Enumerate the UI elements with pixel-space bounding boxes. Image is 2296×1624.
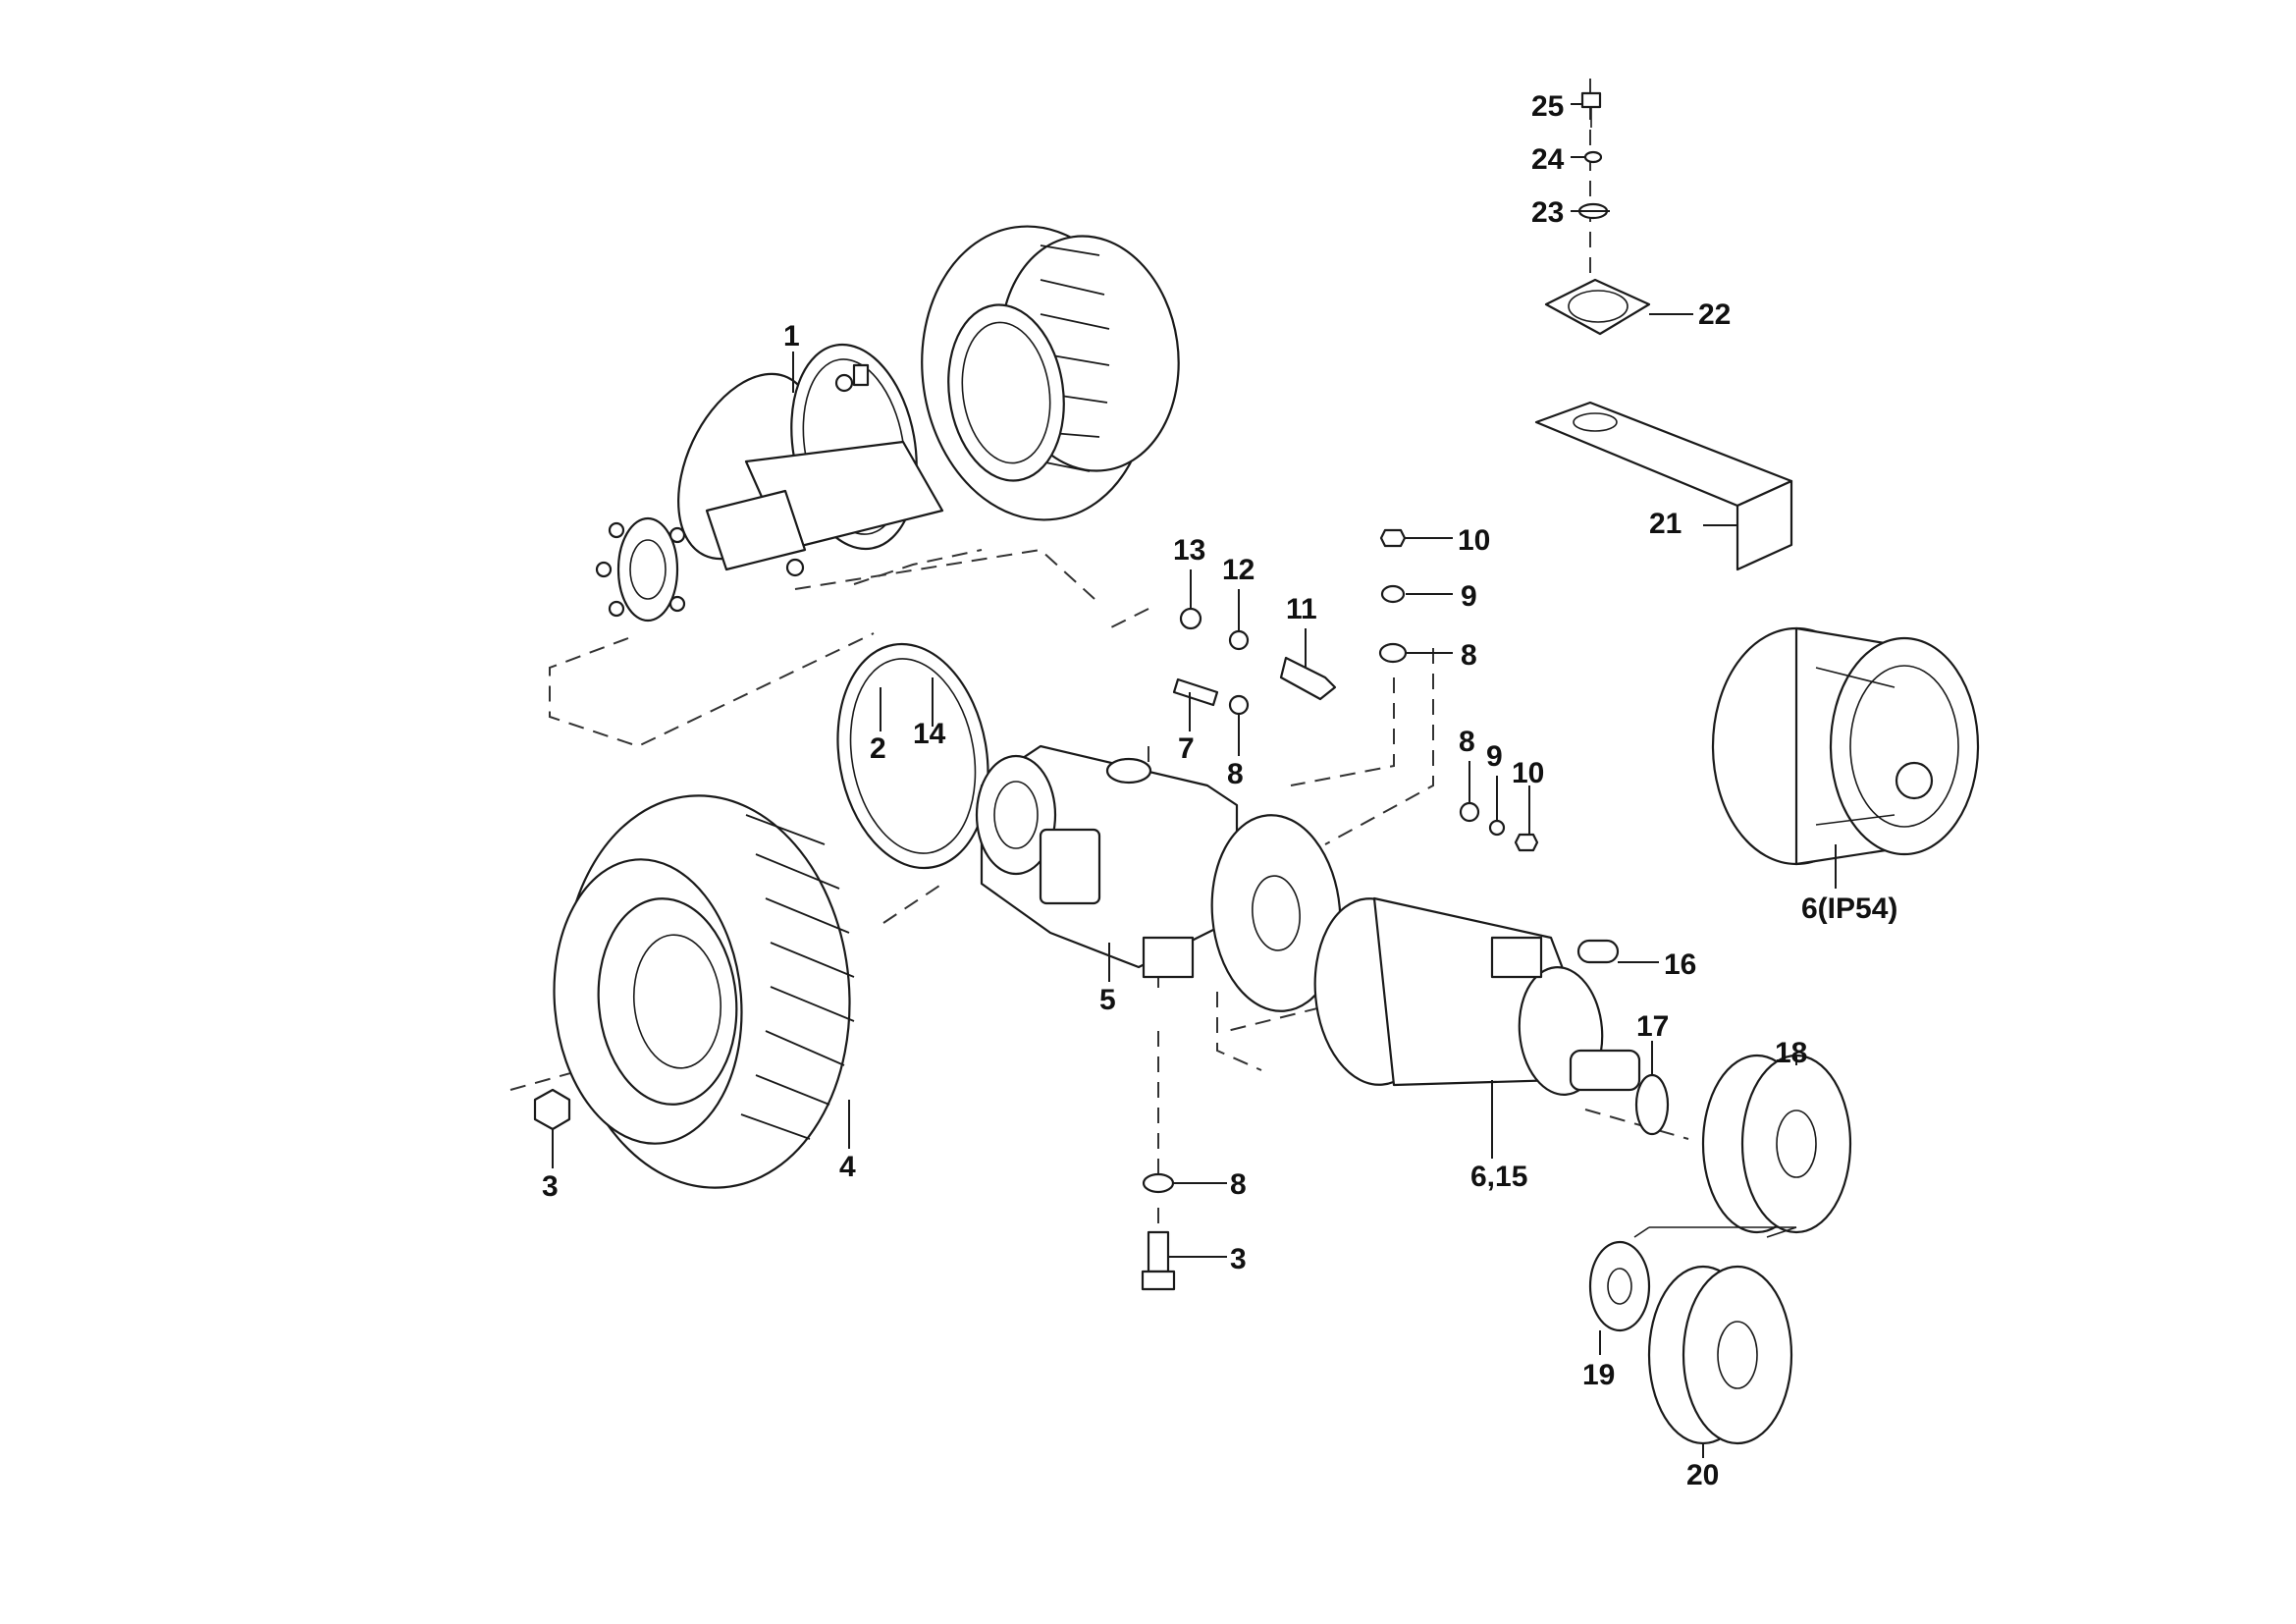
part-2-gasket	[836, 642, 989, 870]
callout-10-a: 10	[1458, 524, 1490, 557]
callout-8-a: 8	[1227, 758, 1244, 790]
part-20-brake-unit	[1647, 1265, 1793, 1445]
callout-9-a: 9	[1461, 580, 1477, 613]
callout-11: 11	[1286, 593, 1317, 625]
callout-7: 7	[1178, 732, 1195, 765]
callout-19: 19	[1582, 1359, 1615, 1391]
callout-21: 21	[1649, 508, 1682, 540]
upper-wheel-tyre	[921, 225, 1180, 521]
small-fasteners	[533, 91, 1670, 1291]
callout-10-b: 10	[1512, 757, 1544, 789]
callout-8-d: 8	[1230, 1168, 1247, 1201]
callout-24: 24	[1531, 143, 1565, 176]
part-22-cooling-fan	[1544, 278, 1651, 336]
callout-6-15: 6,15	[1470, 1161, 1527, 1193]
callout-23: 23	[1531, 196, 1564, 229]
part-21-bracket	[1534, 401, 1793, 571]
callout-13: 13	[1173, 534, 1205, 567]
callout-17: 17	[1636, 1010, 1669, 1043]
callout-25: 25	[1531, 90, 1564, 123]
callout-3-bolt: 3	[1230, 1243, 1247, 1275]
callout-14: 14	[913, 718, 946, 750]
callout-20: 20	[1686, 1459, 1719, 1491]
callout-16: 16	[1664, 948, 1696, 981]
callout-5: 5	[1099, 984, 1116, 1016]
leader-lines	[552, 103, 1837, 1458]
part-6-traction-motor	[1313, 896, 1641, 1096]
callout-8-c: 8	[1459, 726, 1475, 758]
callout-3-nut: 3	[542, 1170, 559, 1203]
callout-18: 18	[1775, 1037, 1807, 1069]
part-18-brake-unit	[1701, 1054, 1852, 1234]
callout-6-ip54: 6(IP54)	[1801, 893, 1897, 925]
callout-8-b: 8	[1461, 639, 1477, 672]
callout-1: 1	[783, 320, 800, 352]
callout-22: 22	[1698, 298, 1731, 331]
callout-12: 12	[1222, 554, 1255, 586]
part-6-ip54-motor	[1711, 626, 1980, 866]
part-4-wheel-tyre	[553, 794, 855, 1189]
callout-9-b: 9	[1486, 740, 1503, 773]
adapter-flange-plate	[1210, 814, 1342, 1012]
callout-4: 4	[839, 1151, 856, 1183]
callout-2: 2	[870, 732, 886, 765]
part-19-gear	[1588, 1226, 1797, 1332]
part-5-gearbox-housing	[975, 744, 1239, 979]
callout-labels: 1 2 3 3 4 5 6,15 6(IP54) 7 8 8 8 8 9 9 1…	[542, 90, 1897, 1491]
